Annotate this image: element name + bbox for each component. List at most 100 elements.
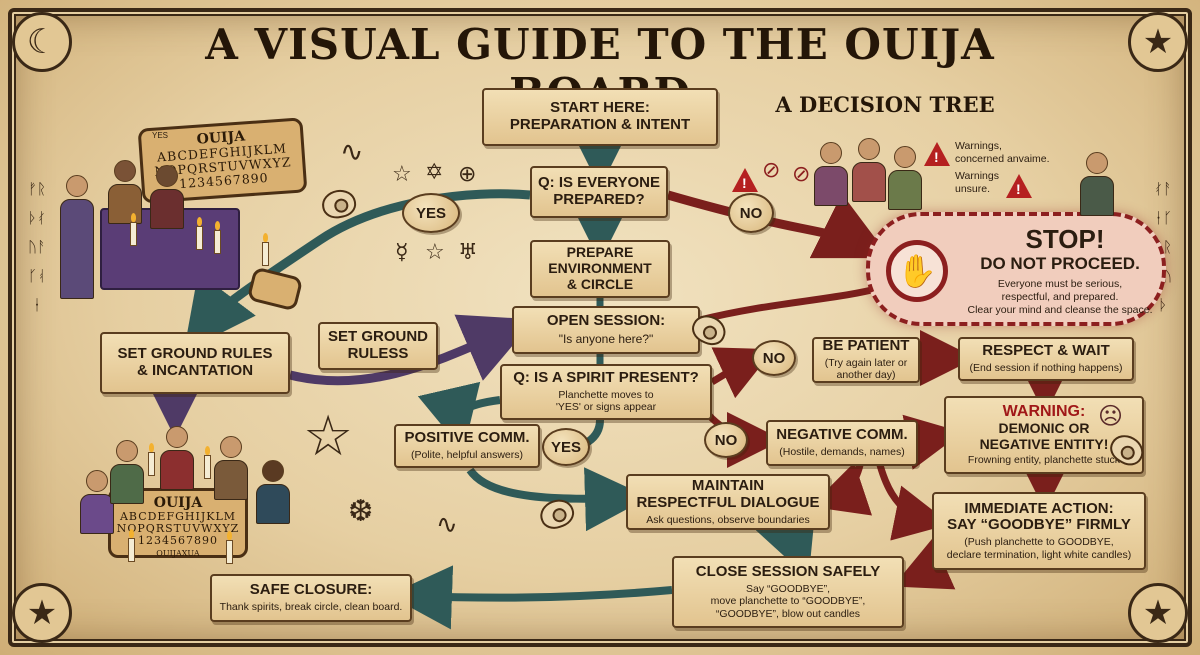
candle-icon <box>148 443 155 476</box>
stop-heading: STOP! <box>1025 224 1105 254</box>
start-heading: START HERE: PREPARATION & INTENT <box>509 99 691 133</box>
question-spirit-node: Q: IS A SPIRIT PRESENT? Planchette moves… <box>500 364 712 420</box>
stop-sub: Everyone must be serious, respectful, an… <box>967 278 1153 317</box>
respect-wait-heading: RESPECT & WAIT <box>982 342 1110 360</box>
smoke-icon: ∿ <box>340 135 364 168</box>
set-ground-small-heading: SET GROUND RULESS <box>327 328 428 362</box>
pentagram-icon: ☆ <box>425 240 445 265</box>
person-figure <box>256 460 290 524</box>
candle-icon <box>214 221 221 254</box>
start-node: START HERE: PREPARATION & INTENT <box>482 88 718 146</box>
respect-wait-sub: (End session if nothing happens) <box>969 362 1123 375</box>
person-figure <box>80 470 114 534</box>
angry-face-icon: ☹ <box>1098 402 1124 430</box>
person-figure <box>110 440 144 504</box>
close-heading: CLOSE SESSION SAFELY <box>695 562 881 580</box>
person-figure <box>108 160 142 224</box>
no-negative-label: NO <box>704 422 748 458</box>
be-patient-heading: BE PATIENT <box>822 337 910 355</box>
candle-icon <box>226 531 233 564</box>
rune-column-left: ᚠᚱᚦᚰᚢᚨᚴᚮᚽ <box>27 180 46 314</box>
pentagram-icon: ★ <box>1128 12 1188 72</box>
warning-triangle-icon: ! <box>924 142 950 166</box>
candle-icon <box>204 446 211 479</box>
pentagram-icon: ☆ <box>392 162 412 187</box>
poster-subtitle: A DECISION TREE <box>775 92 995 117</box>
warning-heading-2: DEMONIC OR NEGATIVE ENTITY! <box>979 420 1109 452</box>
yes-spirit-label: YES <box>542 428 590 466</box>
board-footer: OUIJAXUA <box>156 549 200 559</box>
stop-heading-2: DO NOT PROCEED. <box>980 254 1140 273</box>
immediate-action-node: IMMEDIATE ACTION: SAY “GOODBYE” FIRMLY (… <box>932 492 1146 570</box>
negative-sub: (Hostile, demands, names) <box>779 446 905 459</box>
worried-person-figure <box>1080 152 1114 216</box>
open-session-node: OPEN SESSION: "Is anyone here?" <box>512 306 700 354</box>
no-spirit-label: NO <box>752 340 796 376</box>
yes-prepared-label: YES <box>402 193 460 233</box>
warning-triangle-icon: ! <box>732 168 758 192</box>
smoke-icon: ∿ <box>436 510 458 540</box>
shield-star-icon: ✡ <box>425 160 444 185</box>
no-symbol-icon: ⊘ <box>762 158 781 183</box>
be-patient-sub: (Try again later or another day) <box>824 356 908 382</box>
warning-triangle-icon: ! <box>1006 174 1032 198</box>
safe-sub: Thank spirits, break circle, clean board… <box>219 601 403 614</box>
positive-sub: (Polite, helpful answers) <box>410 449 524 462</box>
maintain-sub: Ask questions, observe boundaries <box>646 513 810 526</box>
positive-heading: POSITIVE COMM. <box>404 429 530 447</box>
person-figure <box>214 436 248 500</box>
no-prepared-label: NO <box>728 193 774 233</box>
pentagram-icon: ★ <box>1128 583 1188 643</box>
sigil-icon: ♅ <box>458 240 478 265</box>
hand-icon: ✋ <box>886 240 948 302</box>
harp-icon: ❆ <box>348 494 374 529</box>
warning-node: WARNING: DEMONIC OR NEGATIVE ENTITY! Fro… <box>944 396 1144 474</box>
no-symbol-icon: ⊘ <box>792 162 811 187</box>
positive-comm-node: POSITIVE COMM. (Polite, helpful answers) <box>394 424 540 468</box>
set-ground-heading: SET GROUND RULES & INCANTATION <box>117 345 273 379</box>
prepare-environment-node: PREPARE ENVIRONMENT & CIRCLE <box>530 240 670 298</box>
negative-comm-node: NEGATIVE COMM. (Hostile, demands, names) <box>766 420 918 466</box>
maintain-dialogue-node: MAINTAIN RESPECTFUL DIALOGUE Ask questio… <box>626 474 830 530</box>
board-letters-1: ABCDEFGHIJKLM <box>119 510 237 523</box>
immediate-heading: IMMEDIATE ACTION: SAY “GOODBYE” FIRMLY <box>947 499 1131 534</box>
question-spirit-sub: Planchette moves to 'YES' or signs appea… <box>555 388 657 414</box>
concerned-person-figure <box>852 138 886 202</box>
open-session-sub: "Is anyone here?" <box>558 332 654 347</box>
prepare-environment-heading: PREPARE ENVIRONMENT & CIRCLE <box>548 244 652 292</box>
question-prepared-node: Q: IS EVERYONE PREPARED? <box>530 166 668 218</box>
incense-icon <box>262 233 269 266</box>
set-ground-rules-node: SET GROUND RULES & INCANTATION <box>100 332 290 394</box>
close-session-node: CLOSE SESSION SAFELY Say “GOODBYE”, move… <box>672 556 904 628</box>
safe-heading: SAFE CLOSURE: <box>249 581 373 599</box>
mercury-icon: ☿ <box>395 240 409 265</box>
pentagram-icon: ☆ <box>303 404 354 469</box>
pentagram-icon: ★ <box>12 583 72 643</box>
stop-node: ✋ STOP! DO NOT PROCEED. Everyone must be… <box>866 212 1166 326</box>
safe-closure-node: SAFE CLOSURE: Thank spirits, break circl… <box>210 574 412 622</box>
ornate-border <box>8 8 1192 647</box>
warnings-note-1: Warnings, concerned anvaime. <box>955 140 1050 165</box>
negative-heading: NEGATIVE COMM. <box>776 426 908 444</box>
open-session-heading: OPEN SESSION: <box>546 312 666 330</box>
respect-wait-node: RESPECT & WAIT (End session if nothing h… <box>958 337 1134 381</box>
warning-heading: WARNING: <box>1002 403 1086 421</box>
candle-icon <box>128 529 135 562</box>
be-patient-node: BE PATIENT (Try again later or another d… <box>812 337 920 383</box>
warnings-note-2: Warnings unsure. <box>955 170 999 195</box>
person-figure <box>60 175 94 299</box>
question-spirit-heading: Q: IS A SPIRIT PRESENT? <box>513 369 699 386</box>
candle-icon <box>196 217 203 250</box>
moon-icon: ☾ <box>12 12 72 72</box>
board-word: OUIJA <box>153 495 203 511</box>
set-ground-rules-small-node: SET GROUND RULESS <box>318 322 438 370</box>
board-letters-2: NOPQRSTUVWXYZ <box>116 522 240 536</box>
question-prepared-heading: Q: IS EVERYONE PREPARED? <box>538 174 660 208</box>
maintain-heading: MAINTAIN RESPECTFUL DIALOGUE <box>636 476 820 511</box>
concerned-person-figure <box>814 142 848 206</box>
warning-sub: Frowning entity, planchette stuck <box>967 454 1121 467</box>
circle-sigil-icon: ⊕ <box>458 162 477 187</box>
board-numbers: 1234567890 <box>138 534 218 548</box>
board-yes-label: YES <box>152 131 169 140</box>
